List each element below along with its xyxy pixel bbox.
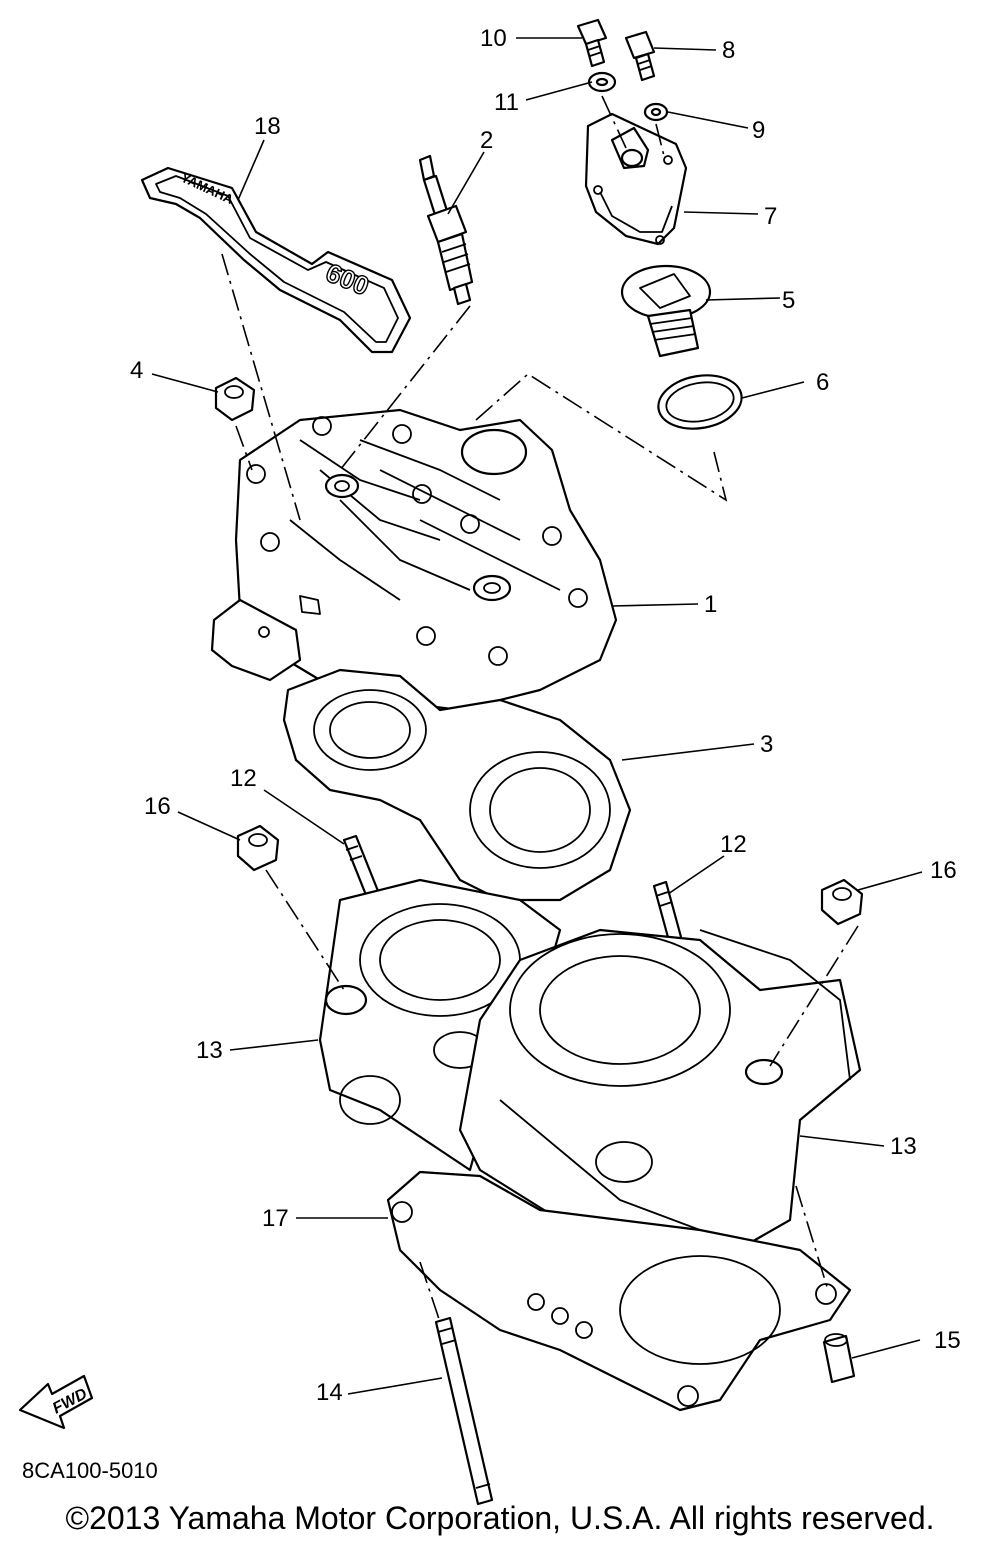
leader-lines [151, 37, 923, 1395]
part-10-bolt [576, 18, 608, 68]
part-9-washer [643, 102, 669, 122]
part-4-nut [214, 376, 256, 422]
part-3-head-gasket [282, 668, 632, 902]
part-14-stud [434, 1316, 494, 1506]
callout-18: 18 [254, 113, 281, 140]
part-15-dowel [822, 1333, 856, 1384]
callout-17: 17 [262, 1205, 289, 1232]
part-16-nut-right [820, 878, 864, 926]
callout-labels: 18 2 10 8 11 9 7 5 6 4 1 3 12 16 12 16 1… [130, 25, 961, 1406]
part-16-nut-left [236, 824, 280, 872]
part-17-base-gasket [386, 1170, 852, 1412]
callout-12-right: 12 [720, 831, 747, 858]
callout-13-left: 13 [196, 1037, 223, 1064]
callout-11: 11 [494, 89, 519, 116]
callout-10: 10 [480, 25, 507, 52]
part-8-bolt [624, 30, 656, 82]
part-18-cover-plate: YAMAHA 600 [140, 166, 412, 354]
callout-3: 3 [760, 731, 773, 758]
part-11-washer [587, 71, 617, 93]
part-6-o-ring [657, 374, 743, 430]
callout-16-left: 16 [144, 793, 171, 820]
callout-1: 1 [704, 591, 717, 618]
callout-6: 6 [816, 369, 829, 396]
callout-13-right: 13 [890, 1133, 917, 1160]
copyright-notice: ©2013 Yamaha Motor Corporation, U.S.A. A… [65, 1500, 935, 1536]
part-5-thermostat [620, 264, 712, 358]
callout-9: 9 [752, 117, 765, 144]
callout-16-right: 16 [930, 857, 957, 884]
callout-8: 8 [722, 37, 735, 64]
assembly-lines [221, 95, 859, 1323]
part-1-cylinder-head [210, 408, 618, 712]
callout-15: 15 [934, 1327, 961, 1354]
callout-4: 4 [130, 357, 143, 384]
part-13-cylinder-right [458, 928, 862, 1272]
callout-12-left: 12 [230, 765, 257, 792]
callout-14: 14 [316, 1379, 343, 1406]
callout-5: 5 [782, 287, 795, 314]
diagram-code: 8CA100-5010 [22, 1458, 158, 1483]
callout-2: 2 [480, 127, 493, 154]
part-2-spark-plug [418, 154, 474, 306]
fwd-arrow: FWD [18, 1374, 94, 1430]
part-7-thermostat-cover [584, 112, 688, 246]
callout-7: 7 [764, 203, 777, 230]
